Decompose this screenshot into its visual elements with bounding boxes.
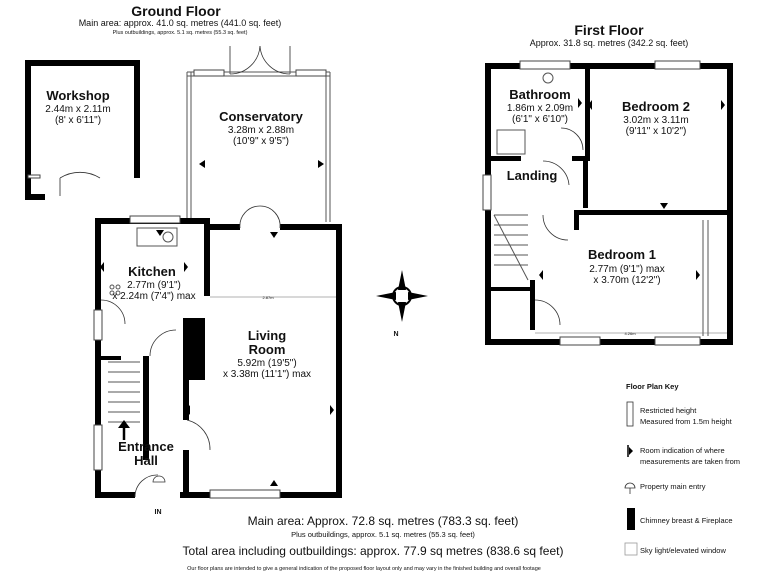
kitchen-marker-top (156, 230, 164, 236)
bedroom2-dim-m: 3.02m x 3.11m (623, 115, 688, 126)
bedroom1-marker-left (539, 270, 543, 280)
chimney-breast (183, 318, 205, 380)
kitchen-window (129, 215, 181, 224)
key-entry-icon (624, 482, 636, 489)
key-restricted-2: Measured from 1.5m height (640, 417, 733, 426)
key-title: Floor Plan Key (626, 382, 679, 391)
entry-label: IN (155, 509, 162, 516)
landing-name: Landing (507, 168, 558, 183)
living-room-marker-right (330, 405, 334, 415)
first-floor-title: First Floor (574, 22, 644, 38)
bedroom1-window-right (654, 336, 701, 346)
ground-floor-stairs (108, 361, 140, 440)
side-window (93, 309, 103, 341)
footer-total: Total area including outbuildings: appro… (183, 544, 564, 558)
bedroom1-window-left (559, 336, 601, 346)
bedroom2-marker-right (721, 100, 725, 110)
kitchen-dim-2: x 2.24m (7'4") max (112, 291, 195, 302)
workshop-room (25, 60, 140, 200)
ground-floor-title: Ground Floor (131, 3, 221, 19)
footer-disclaimer: Our floor plans are intended to give a g… (187, 566, 541, 572)
living-room-marker-bottom (270, 480, 278, 486)
workshop-name: Workshop (46, 88, 109, 103)
bedroom2-marker-left (588, 100, 592, 110)
bedroom1-dim-1: 2.77m (9'1") max (589, 264, 664, 275)
key-skylight-icon (624, 542, 638, 556)
bathroom-window (519, 60, 571, 70)
entrance-hall-name-1: Entrance (118, 439, 174, 454)
conservatory-name: Conservatory (219, 109, 304, 124)
key-indication-2: measurements are taken from (640, 457, 740, 466)
key-entry: Property main entry (640, 482, 706, 491)
key-restricted-icon (626, 401, 634, 427)
conservatory-dim-m: 3.28m x 2.88m (228, 125, 294, 136)
bath-tub (496, 129, 526, 155)
living-room-window (209, 489, 281, 499)
living-room-dim-1: 5.92m (19'5") (237, 358, 296, 369)
kitchen-name: Kitchen (128, 264, 176, 279)
bedroom1-name: Bedroom 1 (588, 247, 656, 262)
living-room-name-2: Room (249, 342, 286, 357)
living-room-name-1: Living (248, 328, 286, 343)
living-room-marker-left (186, 405, 190, 415)
bedroom2-name: Bedroom 2 (622, 99, 690, 114)
hall-window (93, 424, 103, 471)
bathroom-dim-m: 1.86m x 2.09m (507, 103, 573, 114)
conservatory-dim-ft: (10'9" x 9'5") (233, 136, 289, 147)
landing-window (482, 174, 492, 211)
bedroom2-dim-ft: (9'11" x 10'2") (626, 126, 687, 137)
ground-floor-outbuildings: Plus outbuildings, approx. 5.1 sq. metre… (113, 30, 248, 36)
kitchen-sink (109, 227, 178, 296)
conservatory-measure-marker-right (318, 160, 324, 168)
living-room-dim-2: x 3.38m (11'1") max (223, 369, 311, 380)
workshop-dim-m: 2.44m x 2.11m (45, 104, 110, 115)
first-floor-area: Approx. 31.8 sq. metres (342.2 sq. feet) (530, 38, 689, 48)
ground-floor-main-area: Main area: approx. 41.0 sq. metres (441.… (79, 18, 282, 28)
key-indication-icon (629, 447, 633, 455)
footer-main-area: Main area: Approx. 72.8 sq. metres (783.… (248, 514, 519, 528)
key-chimney-icon (627, 508, 635, 530)
key-skylight: Sky light/elevated window (640, 546, 726, 555)
kitchen-marker-right (184, 262, 188, 272)
bathroom-dim-ft: (6'1" x 6'10") (512, 114, 568, 125)
compass (376, 270, 428, 322)
bathroom-marker-right (578, 98, 582, 108)
key-restricted-1: Restricted height (640, 406, 697, 415)
first-floor-stairs (493, 214, 529, 281)
ground-floor-walls (95, 218, 342, 498)
kitchen-marker-left (100, 262, 104, 272)
bedroom2-window (654, 60, 701, 70)
key-indication-1: Room indication of where (640, 446, 725, 455)
bathroom-name: Bathroom (509, 87, 570, 102)
kitchen-dim-1: 2.77m (9'1") (127, 280, 181, 291)
living-room-measure-label: 2.87m (262, 295, 274, 300)
conservatory-measure-marker-left (199, 160, 205, 168)
workshop-dim-ft: (8' x 6'11") (55, 115, 101, 126)
main-entry-arrow-icon (152, 475, 166, 483)
living-room-marker-top (270, 232, 278, 238)
footer-outbuildings: Plus outbuildings, approx. 5.1 sq. metre… (291, 530, 475, 539)
bedroom1-measure-label: 4.26m (624, 331, 636, 336)
bedroom2-marker-bottom (660, 203, 668, 209)
bathroom-basin (542, 72, 554, 84)
compass-north-label: N (393, 331, 398, 338)
bedroom1-dim-2: x 3.70m (12'2") (593, 275, 660, 286)
bedroom1-marker-right (696, 270, 700, 280)
key-chimney: Chimney breast & Fireplace (640, 516, 733, 525)
entrance-hall-name-2: Hall (134, 453, 158, 468)
conservatory-room (186, 45, 331, 222)
